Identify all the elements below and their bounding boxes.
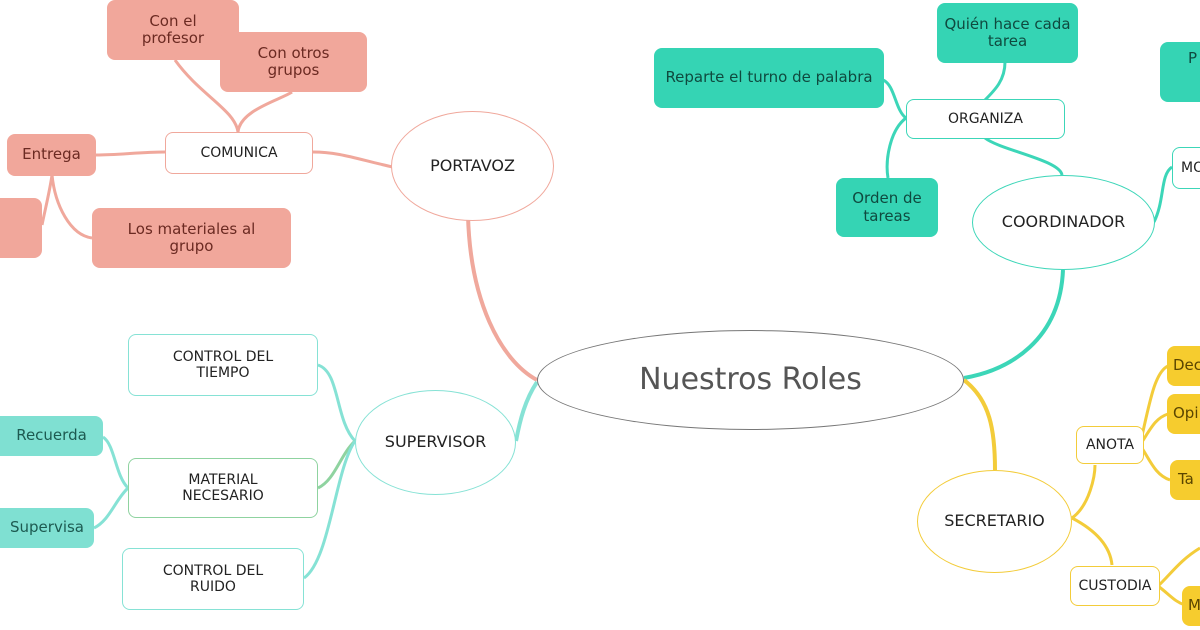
- con-otros-grupos-node[interactable]: Con otros grupos: [220, 32, 367, 92]
- con-el-profesor-node[interactable]: Con el profesor: [107, 0, 239, 60]
- coordinador-label: COORDINADOR: [1001, 212, 1126, 232]
- organiza-label: ORGANIZA: [948, 110, 1023, 127]
- link-root-supervisor: [514, 380, 539, 442]
- material-necesario-label: MATERIAL NECESARIO: [182, 471, 264, 504]
- link-material-recuerda: [101, 435, 130, 490]
- con-otros-grupos-label: Con otros grupos: [257, 43, 330, 79]
- comunica-node[interactable]: COMUNICA: [165, 132, 313, 174]
- supervisa-node[interactable]: Supervisa: [0, 508, 94, 548]
- link-supervisor-tiempo: [317, 363, 357, 443]
- materiales-node[interactable]: Los materiales al grupo: [92, 208, 291, 268]
- partial-m-node[interactable]: M: [1182, 586, 1200, 626]
- link-organiza-orden: [885, 116, 907, 179]
- link-organiza-quien: [983, 61, 1007, 102]
- anota-node[interactable]: ANOTA: [1076, 426, 1144, 464]
- link-coordinador-mo: [1152, 165, 1174, 223]
- partial-ta-label: Ta: [1178, 470, 1194, 489]
- secretario-label: SECRETARIO: [944, 511, 1045, 531]
- con-el-profesor-label: Con el profesor: [141, 11, 205, 47]
- partial-opi-label: Opi: [1173, 404, 1199, 423]
- control-tiempo-node[interactable]: CONTROL DEL TIEMPO: [128, 334, 318, 396]
- partial-mo-node[interactable]: MO: [1172, 147, 1200, 189]
- partial-ta-node[interactable]: Ta: [1170, 460, 1200, 500]
- partial-left-node[interactable]: [0, 198, 42, 258]
- link-portavoz-comunica: [312, 150, 394, 169]
- partial-p-node[interactable]: P: [1160, 42, 1200, 102]
- recuerda-node[interactable]: Recuerda: [0, 416, 103, 456]
- partial-opi-node[interactable]: Opi: [1167, 394, 1200, 434]
- reparte-node[interactable]: Reparte el turno de palabra: [654, 48, 884, 108]
- partial-mo-label: MO: [1181, 159, 1200, 176]
- control-ruido-label: CONTROL DEL RUIDO: [162, 562, 264, 595]
- secretario-node[interactable]: SECRETARIO: [917, 470, 1072, 573]
- link-secretario-anota: [1071, 464, 1097, 520]
- portavoz-node[interactable]: PORTAVOZ: [391, 111, 554, 221]
- link-secretario-custodia: [1071, 516, 1114, 566]
- link-anota-dec: [1138, 364, 1169, 446]
- materiales-label: Los materiales al grupo: [127, 219, 256, 255]
- custodia-node[interactable]: CUSTODIA: [1070, 566, 1160, 606]
- anota-label: ANOTA: [1085, 436, 1135, 453]
- partial-dec-label: Dec: [1173, 356, 1200, 375]
- link-custodia-m: [1156, 546, 1200, 588]
- link-anota-ta: [1138, 444, 1171, 482]
- comunica-label: COMUNICA: [200, 144, 278, 161]
- recuerda-label: Recuerda: [16, 426, 87, 445]
- custodia-label: CUSTODIA: [1078, 577, 1152, 594]
- link-root-portavoz: [466, 214, 538, 382]
- orden-tareas-node[interactable]: Orden de tareas: [836, 178, 938, 237]
- orden-tareas-label: Orden de tareas: [852, 189, 922, 225]
- link-material-supervisa: [93, 486, 130, 530]
- supervisor-label: SUPERVISOR: [384, 432, 487, 452]
- partial-dec-node[interactable]: Dec: [1167, 346, 1200, 386]
- link-comunica-grupos: [236, 90, 293, 133]
- entrega-label: Entrega: [22, 145, 81, 164]
- link-comunica-profesor: [173, 59, 240, 133]
- link-root-secretario: [962, 378, 997, 471]
- coordinador-node[interactable]: COORDINADOR: [972, 175, 1155, 270]
- link-comunica-entrega: [95, 150, 166, 157]
- control-tiempo-label: CONTROL DEL TIEMPO: [172, 348, 274, 381]
- supervisa-label: Supervisa: [10, 518, 84, 537]
- control-ruido-node[interactable]: CONTROL DEL RUIDO: [122, 548, 304, 610]
- reparte-label: Reparte el turno de palabra: [665, 68, 873, 87]
- entrega-node[interactable]: Entrega: [7, 134, 96, 176]
- quien-hace-label: Quién hace cada tarea: [944, 14, 1071, 50]
- link-organiza-reparte: [882, 78, 908, 120]
- root-node[interactable]: Nuestros Roles: [537, 330, 964, 430]
- link-supervisor-ruido: [303, 440, 357, 580]
- root-label: Nuestros Roles: [639, 361, 862, 397]
- partial-m-label: M: [1188, 596, 1200, 615]
- supervisor-node[interactable]: SUPERVISOR: [355, 390, 516, 495]
- link-root-coordinador: [963, 269, 1065, 380]
- material-necesario-node[interactable]: MATERIAL NECESARIO: [128, 458, 318, 518]
- link-custodia-m2: [1157, 584, 1186, 607]
- partial-p-label: P: [1188, 49, 1198, 67]
- link-entrega-left: [40, 174, 54, 226]
- quien-hace-node[interactable]: Quién hace cada tarea: [937, 3, 1078, 63]
- link-coordinador-organiza: [984, 136, 1064, 176]
- organiza-node[interactable]: ORGANIZA: [906, 99, 1065, 139]
- link-entrega-materiales: [50, 174, 93, 240]
- portavoz-label: PORTAVOZ: [430, 155, 515, 175]
